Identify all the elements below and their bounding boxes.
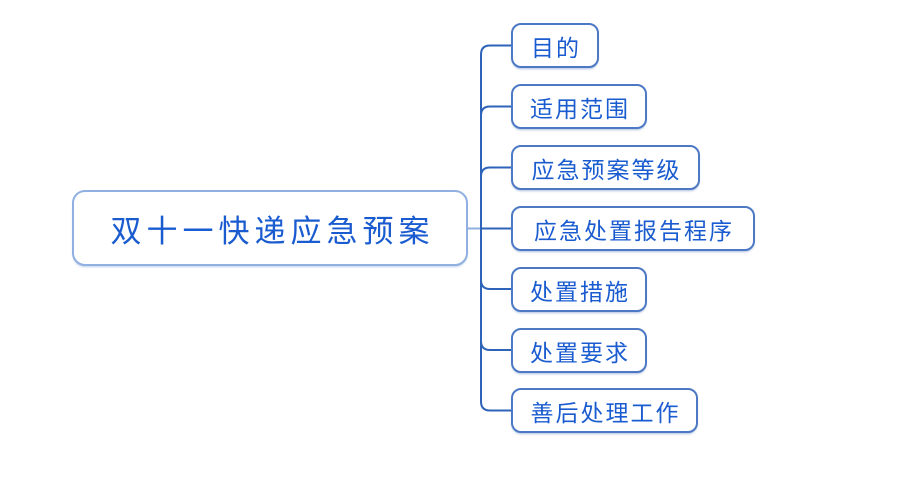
topic-label: 善后处理工作 bbox=[530, 400, 681, 426]
topic-measures[interactable]: 处置措施 bbox=[511, 267, 647, 312]
topic-requirements[interactable]: 处置要求 bbox=[511, 328, 647, 373]
topic-report-procedure[interactable]: 应急处置报告程序 bbox=[511, 206, 755, 251]
topic-label: 处置要求 bbox=[530, 340, 630, 366]
connector-topic-5 bbox=[480, 279, 511, 290]
topic-scope[interactable]: 适用范围 bbox=[511, 84, 647, 129]
connector-topic-1 bbox=[480, 44, 511, 229]
topic-label: 处置措施 bbox=[530, 279, 630, 305]
topic-plan-level[interactable]: 应急预案等级 bbox=[511, 145, 700, 190]
topic-label: 应急处置报告程序 bbox=[534, 218, 734, 244]
connector-topic-3 bbox=[480, 166, 511, 177]
topic-aftermath[interactable]: 善后处理工作 bbox=[511, 388, 698, 433]
topic-purpose[interactable]: 目的 bbox=[511, 23, 599, 68]
connector-topic-6 bbox=[480, 340, 511, 351]
topic-label: 应急预案等级 bbox=[531, 157, 682, 183]
connector-topic-7 bbox=[480, 228, 511, 412]
connector-topic-2 bbox=[480, 105, 511, 116]
topic-label: 适用范围 bbox=[530, 96, 630, 122]
central-topic-label: 双十一快递应急预案 bbox=[110, 213, 435, 249]
central-topic[interactable]: 双十一快递应急预案 bbox=[72, 190, 468, 266]
topic-label: 目的 bbox=[531, 35, 581, 61]
